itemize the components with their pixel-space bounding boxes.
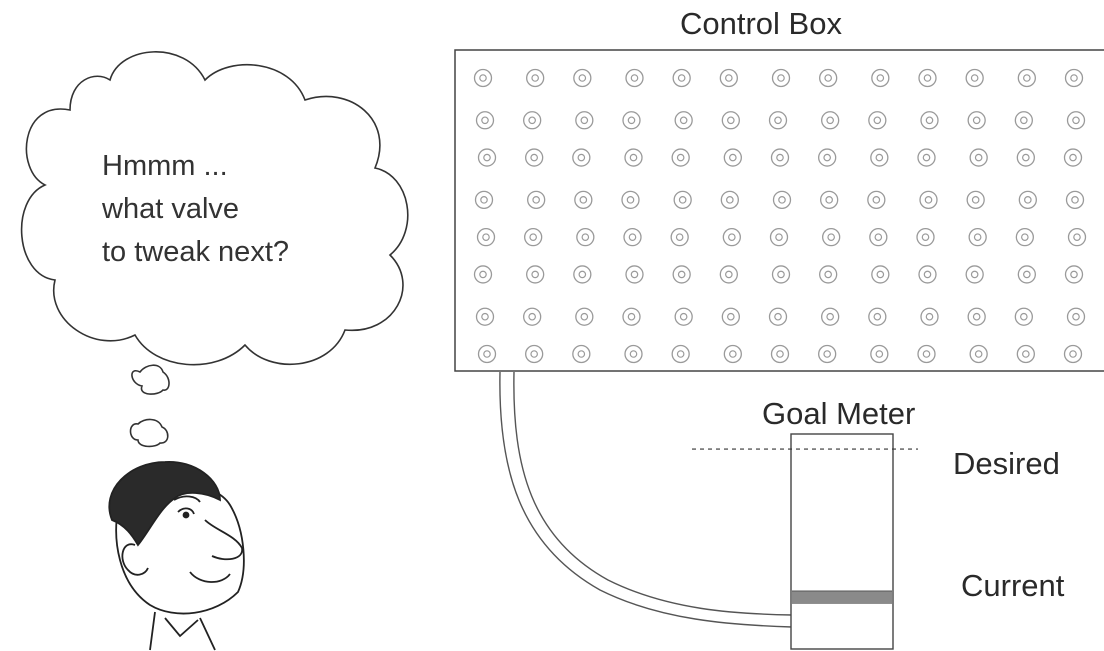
- desired-label: Desired: [953, 446, 1060, 482]
- person-pupil: [184, 513, 189, 518]
- thought-line: to tweak next?: [102, 231, 289, 274]
- control-box-title: Control Box: [680, 6, 842, 42]
- thought-line: Hmmm ...: [102, 145, 289, 188]
- goal-meter: [692, 434, 918, 649]
- person-collar: [150, 612, 215, 650]
- connecting-hose: [500, 372, 792, 627]
- thought-line: what valve: [102, 188, 289, 231]
- goal-meter-body: [791, 434, 893, 649]
- thought-text: Hmmm ... what valve to tweak next?: [102, 145, 289, 274]
- current-level-bar: [792, 591, 892, 604]
- goal-meter-title: Goal Meter: [762, 396, 915, 432]
- control-box-panel: [455, 50, 1104, 371]
- person-illustration: [109, 462, 244, 650]
- current-label: Current: [961, 568, 1064, 604]
